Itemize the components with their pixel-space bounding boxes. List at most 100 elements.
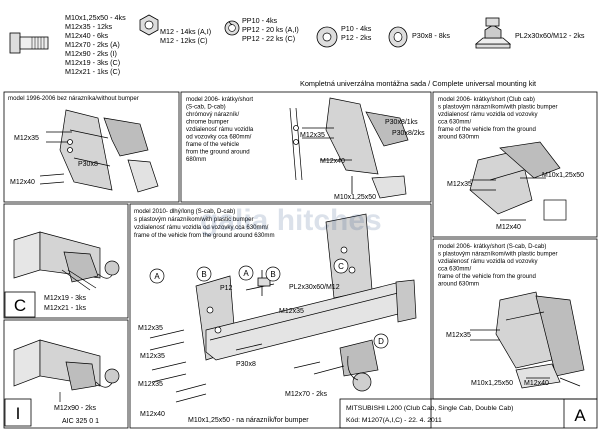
label-m10x1-chrome: M10x1,25x50 — [334, 194, 376, 201]
chrome-note-3: chrómový nárazník/ — [186, 111, 239, 118]
circle-a-1 — [149, 268, 165, 284]
pp-spec-2: PP12 - 20 ks (A,I) — [242, 25, 299, 34]
plastic-note-2: s plastovým nárazníkom/with plastic bump… — [438, 251, 558, 258]
circle-b-2-label: B — [270, 270, 275, 279]
panel-club: model 2006- krátky/short (Club cab) s pl… — [438, 96, 584, 231]
spacer-icon — [388, 26, 408, 48]
bolt-icon — [9, 32, 49, 54]
washer-spec-1: P10 - 4ks — [341, 24, 372, 33]
spring-washer-icon — [224, 20, 240, 36]
plastic-note-6: around 630mm — [438, 281, 479, 288]
club-note-3: vzdialenosť rámu vozidla od vozovky — [438, 111, 538, 118]
pp-spec-3: PP12 - 22 ks (C) — [242, 34, 295, 43]
plastic-note-4: cca 630mm/ — [438, 266, 471, 273]
bolt-spec-6: M12x19 - 3ks (C) — [65, 58, 120, 67]
title-code: Kód: M1207(A,I,C) - 22. 4. 2011 — [346, 417, 442, 424]
main-note-2: s plastovým nárazníkom/with plastic bump… — [134, 216, 254, 223]
chrome-note-4: chrome bumper — [186, 119, 229, 126]
nut-spec-2: M12 - 12ks (C) — [160, 36, 208, 45]
circle-a-2 — [238, 265, 254, 281]
circle-a-2-label: A — [243, 269, 249, 278]
bolt-spec-3: M12x40 - 6ks — [65, 31, 109, 40]
chrome-note-7: frame of the vehicle — [186, 141, 240, 148]
circle-b-1-label: B — [201, 270, 206, 279]
panel-1996-frame — [3, 91, 180, 203]
club-note-2: s plastovým nárazníkom/with plastic bump… — [438, 104, 558, 111]
circle-c-label: C — [338, 262, 344, 271]
club-note-4: cca 630mm/ — [438, 119, 471, 126]
label-m10x1-plastic: M10x1,25x50 — [471, 380, 513, 387]
panel-c-letter: C — [14, 296, 26, 315]
label-m12x35-main-3: M12x35 — [140, 353, 165, 360]
panel-i-letter: I — [16, 404, 21, 423]
watermark-text: galia hitches — [200, 204, 382, 237]
panel-i-letter-box — [4, 398, 32, 427]
panel-club-frame — [432, 91, 598, 238]
panel-c-frame — [3, 203, 129, 319]
plastic-note-5: frame of the vehicle from the ground — [438, 273, 536, 280]
bolt-spec-4: M12x70 - 2ks (A) — [65, 40, 120, 49]
frame-bracket-plastic — [495, 291, 585, 389]
chrome-note-6: od vozovky cca 680mm/ — [186, 134, 252, 141]
club-note-6: around 630mm — [438, 134, 479, 141]
washer-spec-2: P12 - 2ks — [341, 33, 372, 42]
circle-d-label: D — [378, 337, 384, 346]
bolt-spec-5: M12x90 - 2ks (I) — [65, 49, 117, 58]
plastic-note-1: model 2006- krátky/short (S-cab, D-cab) — [438, 243, 546, 250]
bolt-bundle-club — [470, 177, 546, 221]
reference-circles — [149, 258, 389, 349]
circle-b-1 — [196, 266, 212, 282]
main-bolts — [149, 270, 345, 403]
label-p30x8-1996: P30x8 — [78, 161, 98, 168]
label-m12x40-club: M12x40 — [496, 224, 521, 231]
title-letter: A — [574, 406, 586, 425]
title-model: MITSUBISHI L200 (Club Cab, Single Cab, D… — [346, 405, 513, 412]
label-m12x35-main-2: M12x35 — [138, 325, 163, 332]
chrome-note-5: vzdialenosť rámu vozidla — [186, 126, 254, 133]
label-m12x40-chrome: M12x40 — [320, 158, 345, 165]
label-m12x40-1996: M12x40 — [10, 179, 35, 186]
label-m12x21-c: M12x21 - 1ks — [44, 305, 87, 312]
label-m12x40-main: M12x40 — [140, 411, 165, 418]
main-note-3: vzdialenosť rámu vozidla od vozovky cca … — [134, 224, 269, 231]
bolt-bundle-plastic — [470, 329, 581, 387]
title-block: MITSUBISHI L200 (Club Cab, Single Cab, D… — [346, 399, 586, 428]
towball-detachable-c — [13, 231, 120, 291]
tow-ball — [352, 372, 372, 392]
hardware-strip: M10x1,25x50 - 4ks M12x35 - 12ks M12x40 -… — [9, 13, 585, 76]
frame-bracket-1996 — [59, 109, 159, 193]
panel-c: M12x19 - 3ks M12x21 - 1ks C — [4, 231, 120, 318]
panel-c-letter-box — [4, 291, 36, 318]
plate-spec: PL2x30x60/M12 - 2ks — [515, 31, 585, 40]
label-m12x35-main-4: M12x35 — [138, 381, 163, 388]
crossbar — [205, 281, 415, 361]
label-m10x1-main: M10x1,25x50 - na nárazník/for bumper — [188, 417, 309, 424]
label-m12x70-main: M12x70 - 2ks — [285, 391, 328, 398]
label-m12x40-plastic: M12x40 — [524, 380, 549, 387]
club-note-5: frame of the vehicle from the ground — [438, 126, 536, 133]
label-p30x8-1ks: P30x8/1ks — [385, 119, 418, 126]
nut-spec-1: M12 - 14ks (A,I) — [160, 27, 211, 36]
label-m10x1-club: M10x1,25x50 — [542, 172, 584, 179]
frame-bracket-club — [469, 141, 567, 221]
label-m12x35-1996: M12x35 — [14, 135, 39, 142]
label-m12x35-main-1: M12x35 — [279, 308, 304, 315]
bolt-bundle-chrome — [293, 125, 353, 194]
plastic-note-3: vzdialenosť rámu vozidla od vozovky — [438, 258, 538, 265]
panel-plastic: model 2006- krátky/short (S-cab, D-cab) … — [438, 243, 585, 389]
panel-chrome-frame — [180, 91, 432, 203]
chrome-note-2: (S-cab, D-cab) — [186, 104, 226, 111]
nut-icon — [139, 14, 159, 36]
label-m12x35-chrome: M12x35 — [300, 132, 325, 139]
chrome-note-9: 680mm — [186, 156, 206, 163]
panel-1996-title: model 1996-2006 bez nárazníka/without bu… — [8, 95, 139, 102]
towball-fixed-i — [13, 339, 120, 402]
panel-2006-chrome: model 2006- krátky/short (S-cab, D-cab) … — [186, 96, 425, 201]
plate-with-nut-icon — [474, 17, 512, 49]
bolt-bundle-1996 — [39, 131, 73, 185]
chrome-note-8: from the ground around — [186, 149, 250, 156]
ball-mount-plate — [339, 339, 379, 377]
kit-caption: Kompletná univerzálna montážna sada / Co… — [300, 79, 536, 88]
bolt-spec-2: M12x35 - 12ks — [65, 22, 113, 31]
